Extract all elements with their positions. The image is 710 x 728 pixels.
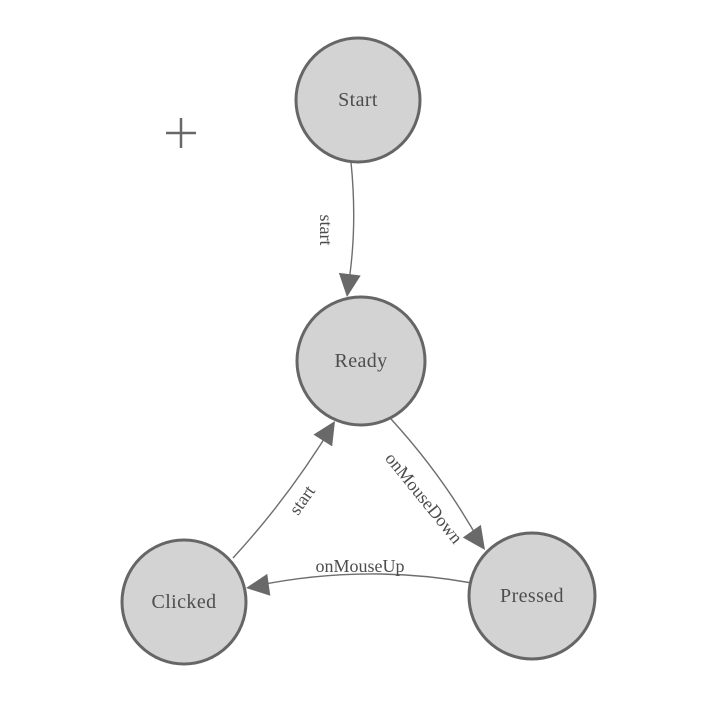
- transition-start-to-ready[interactable]: start: [316, 161, 361, 297]
- state-label-ready: Ready: [334, 350, 387, 372]
- edge-line-pressed-to-clicked[interactable]: [249, 573, 473, 588]
- state-circle-clicked[interactable]: [120, 538, 248, 666]
- edge-line-clicked-to-ready[interactable]: [232, 422, 335, 559]
- edge-label-start-to-ready: start: [316, 215, 336, 246]
- transition-clicked-to-ready[interactable]: start: [232, 421, 335, 559]
- arrowhead-icon-start-to-ready: [338, 272, 361, 297]
- state-circle-pressed[interactable]: [467, 531, 597, 661]
- state-node-ready[interactable]: Ready: [295, 295, 427, 427]
- edge-label-ready-to-pressed: onMouseDown: [381, 449, 466, 548]
- state-node-pressed[interactable]: Pressed: [467, 531, 597, 661]
- transition-pressed-to-clicked[interactable]: onMouseUp: [246, 556, 473, 596]
- state-label-pressed: Pressed: [500, 585, 564, 607]
- state-circle-ready[interactable]: [295, 295, 427, 427]
- arrowhead-icon-ready-to-pressed: [462, 524, 485, 550]
- edge-label-pressed-to-clicked: onMouseUp: [316, 556, 405, 576]
- state-label-clicked: Clicked: [151, 591, 216, 613]
- transition-ready-to-pressed[interactable]: onMouseDown: [381, 418, 485, 550]
- edge-line-start-to-ready[interactable]: [346, 161, 355, 294]
- edge-label-clicked-to-ready: start: [285, 482, 319, 519]
- state-circle-start[interactable]: [294, 36, 422, 164]
- arrowhead-icon-pressed-to-clicked: [246, 573, 271, 596]
- plus-crosshair-icon: [166, 118, 196, 148]
- state-node-start[interactable]: Start: [294, 36, 422, 164]
- state-label-start: Start: [338, 89, 378, 111]
- arrowhead-icon-clicked-to-ready: [313, 421, 335, 447]
- state-node-clicked[interactable]: Clicked: [120, 538, 248, 666]
